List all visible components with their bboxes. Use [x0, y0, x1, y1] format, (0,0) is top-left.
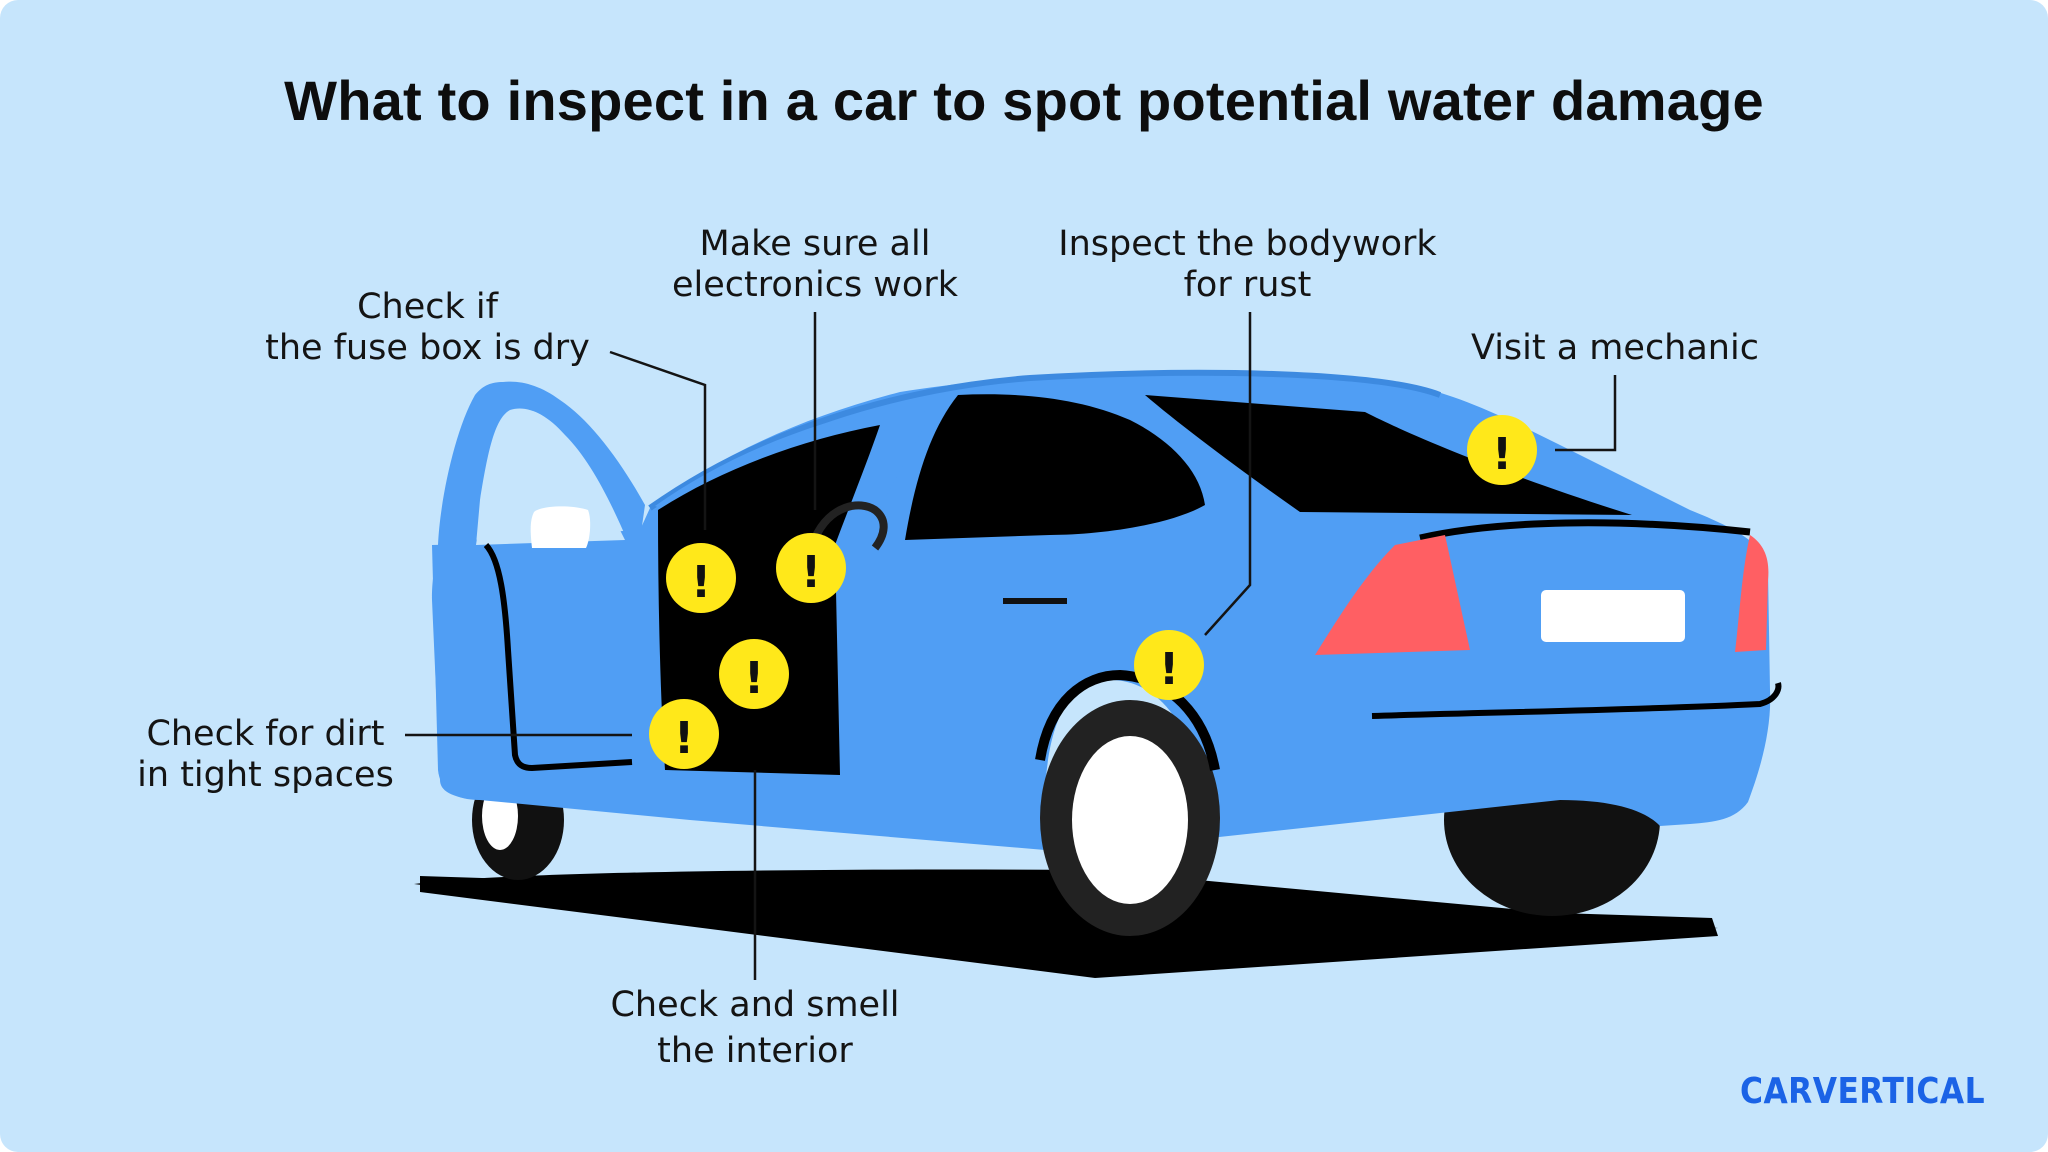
tail-light-right — [1735, 535, 1769, 652]
wheel-arch — [1035, 669, 1220, 771]
leader-lines — [405, 312, 1617, 980]
leader-bodywork — [1204, 312, 1252, 636]
leader-mechanic — [1555, 375, 1617, 452]
bumper-line — [1371, 682, 1782, 719]
license-plate — [1541, 590, 1685, 642]
warning-marker-mechanic — [1467, 415, 1537, 485]
warning-markers: ! ! ! ! ! ! — [649, 415, 1537, 769]
warning-symbol: ! — [691, 557, 711, 608]
warning-marker-fuse-box — [666, 543, 736, 613]
ground-shadow-edge — [414, 869, 1718, 975]
warning-marker-bodywork — [1134, 630, 1204, 700]
rear-wheel-rim — [1072, 736, 1188, 904]
callout-line: the fuse box is dry — [265, 328, 590, 368]
callout-line: Check if — [357, 287, 498, 327]
leader-fuse-box — [609, 350, 707, 530]
warning-symbol: ! — [1159, 644, 1179, 695]
callout-line: the interior — [657, 1031, 853, 1071]
page-title: What to inspect in a car to spot potenti… — [284, 69, 1764, 132]
callout-line: for rust — [1183, 265, 1312, 305]
callout-electronics: Make sure all electronics work — [660, 224, 970, 306]
door-edge — [483, 542, 633, 772]
open-door — [438, 381, 645, 545]
callout-interior: Check and smell the interior — [590, 982, 920, 1074]
warning-marker-dirt — [649, 699, 719, 769]
callout-line: Check and smell — [610, 985, 900, 1025]
warning-symbol: ! — [674, 713, 694, 764]
callout-fuse-box: Check if the fuse box is dry — [255, 287, 600, 369]
carvertical-logo: CARVERTICAL — [1740, 1071, 1985, 1112]
tail-light-left — [1315, 535, 1470, 655]
rear-side-window — [905, 394, 1205, 540]
warning-symbol: ! — [744, 653, 764, 704]
door-handle — [1003, 598, 1067, 604]
callout-line: Check for dirt — [146, 714, 385, 754]
seat-headrest — [530, 506, 591, 548]
trunk-line — [1419, 519, 1751, 542]
warning-symbol: ! — [1492, 429, 1512, 480]
steering-wheel — [811, 501, 888, 551]
callout-line: electronics work — [672, 265, 958, 305]
rear-window — [1145, 395, 1632, 515]
warning-marker-seat — [719, 639, 789, 709]
front-window-frame — [655, 403, 927, 545]
callout-line: Make sure all — [699, 224, 931, 264]
logo-text: CARVERTICAL — [1740, 1071, 1985, 1112]
callout-mechanic: Visit a mechanic — [1460, 328, 1770, 369]
roof-line — [648, 369, 1442, 511]
warning-symbol: ! — [801, 547, 821, 598]
callout-bodywork: Inspect the bodywork for rust — [1040, 224, 1455, 306]
callout-line: Visit a mechanic — [1471, 328, 1759, 368]
callout-line: in tight spaces — [137, 755, 394, 795]
callout-line: Inspect the bodywork — [1058, 224, 1437, 264]
callout-dirt: Check for dirt in tight spaces — [128, 714, 403, 796]
warning-marker-electronics — [776, 533, 846, 603]
door-opening — [658, 425, 880, 775]
